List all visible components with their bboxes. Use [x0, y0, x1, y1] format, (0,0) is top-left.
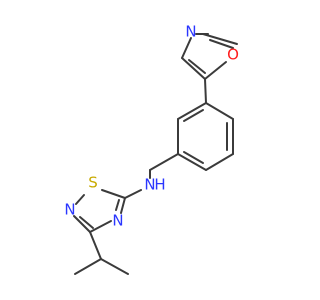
thiadiazole-bond-c5-s1: [101, 189, 126, 199]
oxazole-oxygen-label: O: [227, 46, 239, 64]
bond-benzene-ch2: [149, 153, 179, 171]
bond-isopropyl-methyl-left: [74, 258, 102, 275]
benzene-inner-3: [183, 109, 204, 122]
benzene-bond-6-1: [177, 102, 207, 120]
oxazole-nitrogen-label: N: [185, 23, 196, 41]
oxazole-bond-c5-o1: [204, 61, 227, 80]
oxazole-bond-n3-c4: [181, 37, 192, 59]
thiadiazole-sulfur-label: S: [88, 174, 98, 192]
amine-nitrogen-label: N: [144, 176, 155, 194]
benzene-bond-4-5: [177, 153, 207, 171]
bond-c3-isopropyl: [89, 231, 102, 260]
benzene-bond-1-2: [205, 102, 234, 120]
benzene-inner-2: [183, 151, 204, 164]
molecule-svg: N O N H S N N: [64, 23, 239, 275]
structure-diagram: N O N H S N N: [64, 22, 239, 275]
oxazole-bond-c2-o1-inner: [209, 39, 234, 49]
thiadiazole-nitrogen-label-2: N: [112, 212, 123, 230]
bond-isopropyl-methyl-right: [100, 258, 129, 275]
bond-oxazole-benzene: [204, 78, 207, 104]
thiadiazole-bond-n2-c3: [73, 215, 91, 233]
oxazole-bond-c4-c5: [181, 57, 206, 80]
thiadiazole-bond-n4-c5: [120, 197, 126, 214]
thiadiazole-bond-c3-n4: [89, 220, 112, 233]
benzene-bond-3-4: [205, 153, 234, 171]
thiadiazole-nitrogen-label-1: N: [64, 201, 75, 219]
thiadiazole-bond-n2-c3-inner: [79, 216, 94, 229]
amine-hydrogen-label: H: [154, 176, 165, 194]
bond-nh-thiadiazole: [124, 189, 142, 199]
oxazole-bond-c4-c5-inner: [188, 59, 206, 74]
oxazole-bond-c2-o1: [202, 33, 238, 45]
thiadiazole-bond-n4-c5-inner: [115, 199, 120, 211]
thiadiazole-bond-s1-n2: [75, 194, 85, 205]
